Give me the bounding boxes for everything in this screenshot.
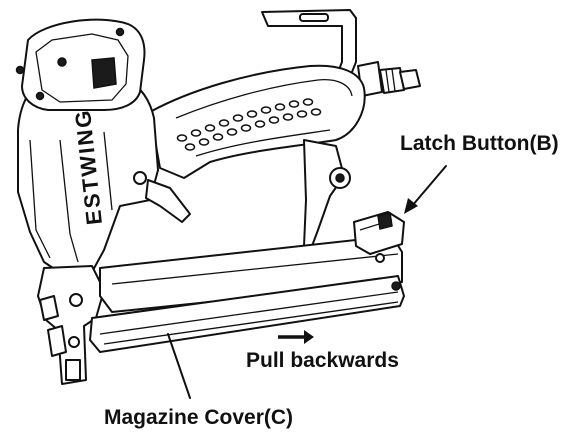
stapler-tool-illustration: ESTWING [15,9,421,385]
grip-holes [176,98,322,151]
nose-assembly [37,265,105,385]
top-cap [15,18,146,111]
pointer-arrow-icon [404,165,447,214]
magazine-cover [89,275,405,353]
latch-button-part [353,211,405,255]
latch-button-label: Latch Button(B) [400,132,559,155]
trigger [133,171,191,223]
magazine-cover-pointer [167,333,191,399]
right-arrow-icon [278,330,314,344]
air-fitting [357,61,421,97]
rear-bracket [303,139,351,247]
magazine-cover-label: Magazine Cover(C) [104,406,293,429]
handle-grip [149,64,366,179]
pull-backwards-label: Pull backwards [246,349,399,372]
